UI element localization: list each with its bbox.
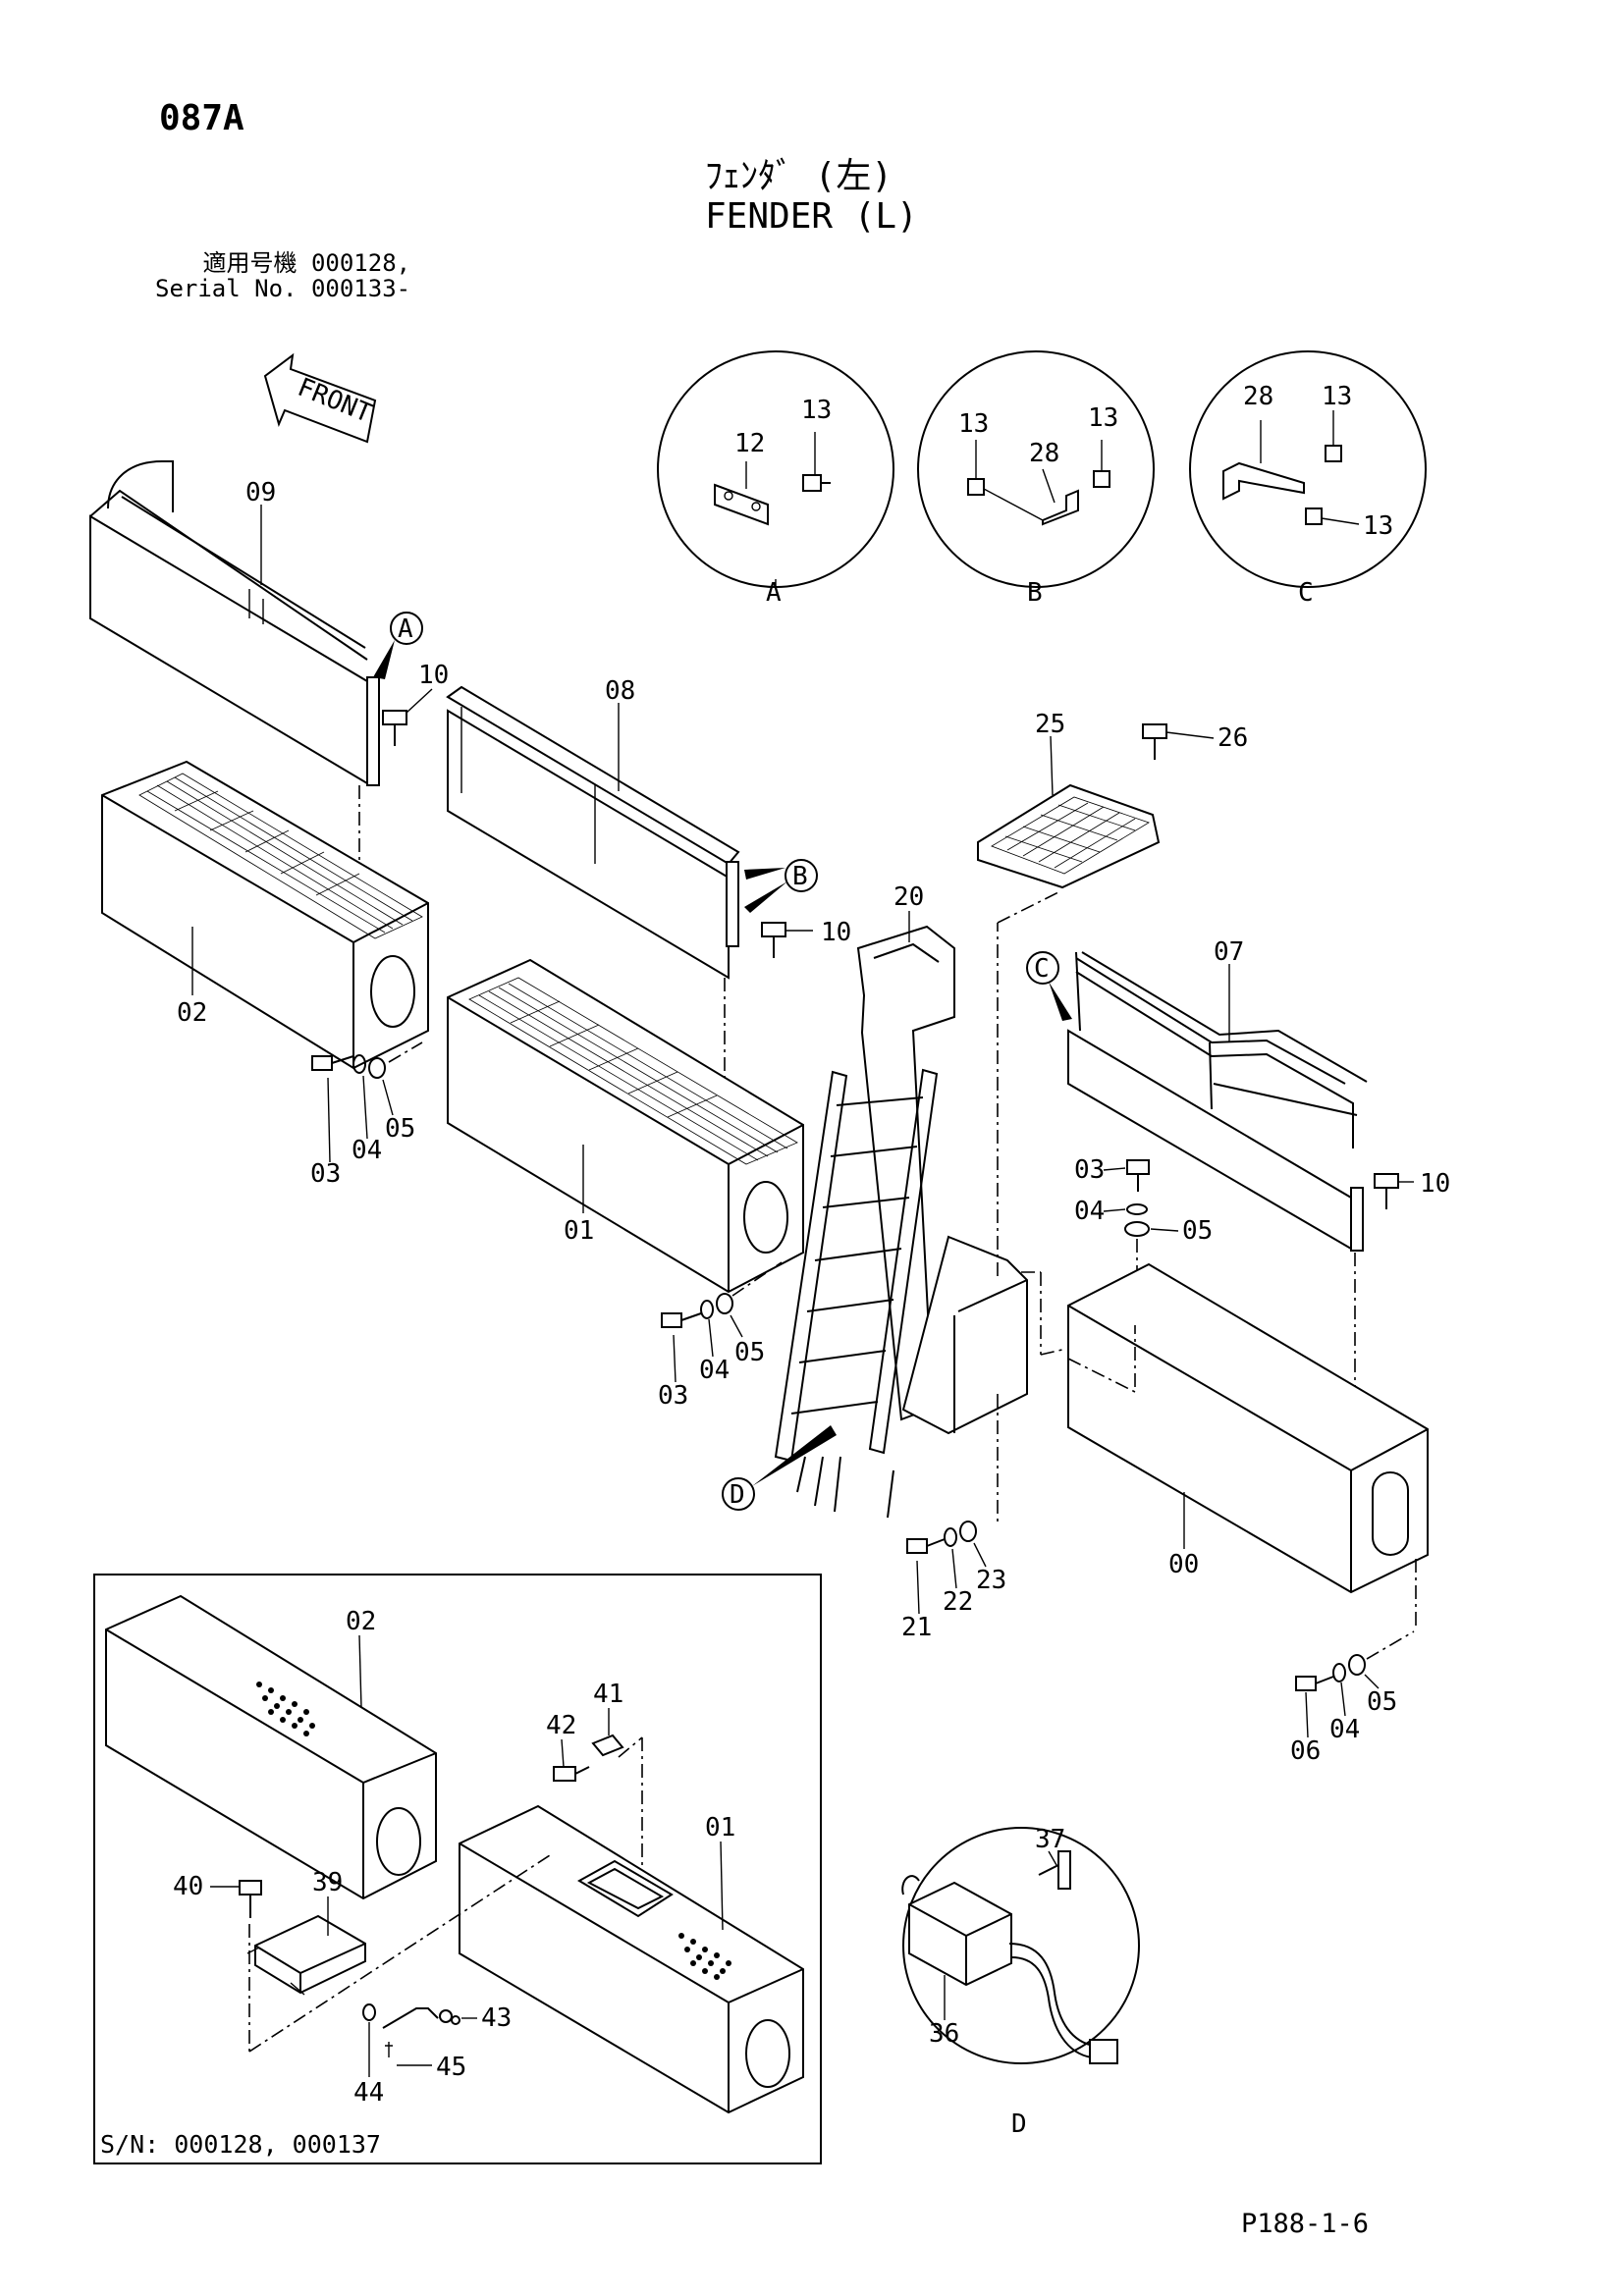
bolt-10-front: 10 (1374, 1169, 1450, 1209)
title-japanese: ﾌｪﾝﾀﾞ (左) (705, 156, 893, 196)
part-number-label: 07 (1214, 937, 1244, 967)
fender-panel-08: 08 (446, 676, 740, 1227)
bolt-washer-set-ladder: 21 22 23 (901, 1521, 1006, 1642)
part-number-label: 41 (593, 1680, 623, 1709)
part-number-label: 45 (436, 2053, 466, 2082)
ladder-bracket (901, 890, 1067, 1523)
fender-panel-07: 07 (1067, 937, 1368, 1394)
part-number-label: 26 (1218, 723, 1248, 753)
part-number-label: 08 (605, 676, 635, 706)
page-code: 087A (159, 98, 244, 138)
part-number-label: 09 (245, 478, 276, 507)
part-number-label: 03 (310, 1159, 341, 1189)
detail-view-b: 13 13 28 B (917, 350, 1155, 608)
part-number-label: 44 (353, 2078, 384, 2108)
serial-line-2: Serial No. 000133- (155, 275, 411, 302)
part-number-label: 13 (1363, 511, 1393, 541)
part-number-label: 05 (1367, 1687, 1397, 1717)
callout-letter: C (1034, 954, 1050, 984)
part-number-label: 43 (481, 2003, 512, 2033)
callout-letter: B (792, 862, 808, 891)
part-number-label: 06 (1290, 1736, 1321, 1766)
part-number-label: 25 (1035, 710, 1065, 739)
part-number-label: 04 (352, 1136, 382, 1165)
part-number-label: 28 (1243, 382, 1273, 411)
title-english: FENDER (L) (705, 196, 918, 237)
part-number-label: 13 (958, 409, 989, 439)
detail-c-label: C (1298, 578, 1314, 608)
step-grating-25: 25 (977, 710, 1161, 889)
part-number-label: 05 (385, 1114, 415, 1144)
front-arrow: FRONT (263, 352, 377, 444)
part-number-label: 13 (1088, 403, 1118, 433)
part-number-label: 36 (929, 2019, 959, 2049)
part-number-label: 04 (699, 1356, 730, 1385)
part-number-label: 10 (1420, 1169, 1450, 1199)
part-number-label: 23 (976, 1566, 1006, 1595)
bolt-26: 26 (1142, 723, 1248, 760)
front-label: FRONT (294, 373, 376, 429)
part-number-label: 10 (821, 918, 851, 947)
part-number-label: 05 (1182, 1216, 1213, 1246)
part-number-label: 21 (901, 1613, 932, 1642)
part-number-label: 28 (1029, 439, 1059, 468)
callout-d: D (722, 1425, 837, 1511)
detail-view-a: 13 12 A (657, 350, 894, 608)
detail-view-d: 37 36 D (901, 1825, 1140, 2139)
part-number-label: 39 (312, 1868, 343, 1897)
part-number-label: 40 (173, 1872, 203, 1901)
part-number-label: 02 (346, 1607, 376, 1636)
part-number-label: 01 (705, 1813, 735, 1842)
bolt-washer-set-middle: 03 04 05 (658, 1261, 783, 1411)
part-number-label: 13 (1322, 382, 1352, 411)
part-number-label: 03 (658, 1381, 688, 1411)
part-number-label: 04 (1329, 1715, 1360, 1744)
detail-b-label: B (1027, 578, 1043, 608)
part-number-label: 00 (1168, 1550, 1199, 1579)
serial-line-1: 適用号機 000128, (202, 249, 411, 277)
bolt-10-left: 10 (382, 661, 449, 746)
bolt-washer-set-front: 03 04 05 (1074, 1155, 1213, 1394)
part-number-label: 20 (893, 882, 924, 912)
part-number-label: 37 (1035, 1825, 1065, 1854)
part-number-label: 01 (564, 1216, 594, 1246)
part-number-label: 04 (1074, 1197, 1105, 1226)
fender-box-02: 02 (101, 760, 429, 1070)
part-number-label: 12 (734, 429, 765, 458)
part-number-label: 05 (734, 1338, 765, 1367)
part-number-label: 10 (418, 661, 449, 690)
callout-b: B (744, 859, 818, 913)
bolt-washer-set-rear: 03 04 05 (310, 1041, 423, 1189)
inset-variant-frame: 02 01 41 42 (93, 1574, 822, 2164)
fender-box-00: 00 (1067, 1262, 1429, 1629)
detail-view-c: 28 13 13 C (1189, 350, 1427, 608)
callout-letter: A (398, 614, 413, 644)
detail-d-label: D (1011, 2109, 1027, 2139)
fender-box-01: 01 (447, 958, 804, 1294)
inset-serial-note: S/N: 000128, 000137 (100, 2130, 381, 2159)
detail-a-label: A (766, 578, 782, 608)
part-number-label: 22 (943, 1587, 973, 1617)
serial-number-block: 適用号機 000128, Serial No. 000133- (155, 250, 410, 301)
callout-c: C (1026, 951, 1072, 1021)
bolt-washer-set-front-box: 06 04 05 (1290, 1630, 1415, 1766)
callout-a: A (373, 612, 423, 679)
page-reference: P188-1-6 (1241, 2209, 1370, 2239)
part-number-label: 13 (801, 396, 832, 425)
part-number-label: 02 (177, 998, 207, 1028)
part-number-label: 42 (546, 1711, 576, 1740)
bolt-10-middle: 10 (761, 918, 851, 958)
callout-letter: D (730, 1480, 745, 1510)
fender-panel-09: 09 (89, 460, 380, 942)
part-number-label: 03 (1074, 1155, 1105, 1185)
